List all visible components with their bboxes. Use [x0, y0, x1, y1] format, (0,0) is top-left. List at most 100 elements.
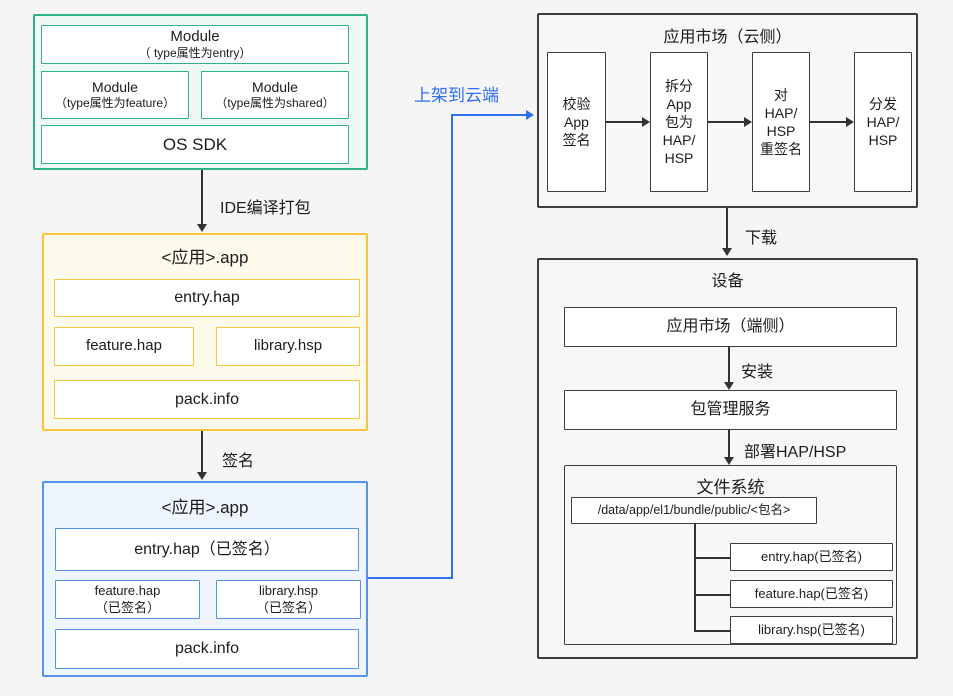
tree-connector-line: [694, 524, 696, 631]
cloud-step-split-app: 拆分 App 包为 HAP/ HSP: [650, 52, 708, 192]
signed-library-hsp-box: library.hsp （已签名）: [216, 580, 361, 619]
fs-feature-hap-box: feature.hap(已签名): [730, 580, 893, 608]
upload-connector-segment: [451, 114, 526, 116]
module-entry-title: Module: [170, 27, 220, 45]
step-text-line: HSP: [868, 132, 898, 149]
unsigned-app-box: <应用>.app entry.hap feature.hap library.h…: [42, 233, 368, 431]
upload-arrow-head-icon: [526, 110, 534, 120]
package-manager-box: 包管理服务: [564, 390, 897, 430]
signed-entry-hap-box: entry.hap（已签名）: [55, 528, 359, 571]
fs-library-hsp-box: library.hsp(已签名): [730, 616, 893, 644]
unsigned-pack-info-label: pack.info: [174, 390, 240, 408]
arrow-compile-line: [201, 170, 203, 224]
cloud-step-arrow-head-icon: [846, 117, 854, 127]
signed-app-box: <应用>.app entry.hap（已签名） feature.hap （已签名…: [42, 481, 368, 677]
cloud-market-title: 应用市场（云侧）: [663, 29, 792, 46]
step-text-line: 分发: [869, 95, 897, 112]
cloud-step-arrow-head-icon: [642, 117, 650, 127]
unsigned-entry-hap-label: entry.hap: [174, 289, 240, 306]
package-manager-label: 包管理服务: [690, 401, 771, 418]
step-text-line: HAP/: [662, 132, 696, 149]
step-text-line: 校验: [562, 95, 591, 112]
unsigned-feature-hap-label: feature.hap: [86, 337, 162, 355]
signed-library-hsp-sublabel: （已签名）: [255, 599, 321, 615]
install-label: 安装: [741, 364, 774, 381]
cloud-step-arrow-head-icon: [744, 117, 752, 127]
step-text-line: App: [564, 113, 589, 130]
step-text-line: HSP: [766, 123, 796, 139]
cloud-step-distribute: 分发 HAP/ HSP: [854, 52, 912, 192]
unsigned-feature-hap-box: feature.hap: [54, 327, 194, 366]
sign-label: 签名: [222, 453, 255, 470]
bundle-path-box: /data/app/el1/bundle/public/<包名>: [571, 497, 817, 524]
file-system-box: 文件系统 /data/app/el1/bundle/public/<包名> en…: [564, 465, 897, 645]
fs-entry-hap-box: entry.hap(已签名): [730, 543, 893, 571]
module-entry-subtitle: （ type属性为entry）: [138, 46, 252, 61]
cloud-step-verify-signature: 校验 App 签名: [547, 52, 606, 192]
module-feature-title: Module: [92, 78, 138, 95]
arrow-install-line: [728, 347, 730, 383]
cloud-step-arrow-line: [708, 121, 744, 123]
os-sdk-label: OS SDK: [162, 134, 228, 154]
step-text-line: App: [666, 95, 692, 112]
arrow-sign-line: [201, 431, 203, 473]
module-shared-subtitle: （type属性为shared）: [215, 96, 335, 111]
arrow-sign-head-icon: [197, 472, 207, 480]
cloud-step-arrow-line: [810, 121, 846, 123]
signed-feature-hap-label: feature.hap: [94, 583, 161, 599]
device-market-box: 应用市场（端侧）: [564, 307, 897, 347]
device-box: 设备 应用市场（端侧） 安装 包管理服务 部署HAP/HSP 文件系统 /dat…: [537, 258, 918, 659]
signed-feature-hap-sublabel: （已签名）: [94, 599, 160, 615]
signed-app-title: <应用>.app: [161, 498, 249, 517]
signed-pack-info-label: pack.info: [174, 640, 240, 657]
arrow-deploy-line: [728, 430, 730, 458]
arrow-deploy-head-icon: [724, 457, 734, 465]
tree-connector-line: [694, 594, 730, 596]
unsigned-app-title: <应用>.app: [161, 248, 249, 267]
download-label: 下载: [745, 230, 778, 247]
device-market-label: 应用市场（端侧）: [666, 318, 795, 335]
step-text-line: 包为: [665, 113, 693, 130]
upload-connector-segment: [451, 114, 453, 579]
signed-feature-hap-box: feature.hap （已签名）: [55, 580, 200, 619]
unsigned-entry-hap-box: entry.hap: [54, 279, 360, 317]
arrow-compile-head-icon: [197, 224, 207, 232]
unsigned-pack-info-box: pack.info: [54, 380, 360, 419]
cloud-step-arrow-line: [606, 121, 642, 123]
fs-feature-hap-label: feature.hap(已签名): [754, 585, 869, 601]
os-sdk-box: OS SDK: [41, 125, 349, 164]
deploy-label: 部署HAP/HSP: [744, 444, 847, 461]
step-text-line: HSP: [664, 150, 694, 167]
cloud-market-box: 应用市场（云侧） 校验 App 签名 拆分 App 包为 HAP/ HSP 对 …: [537, 13, 918, 208]
fs-library-hsp-label: library.hsp(已签名): [758, 621, 865, 637]
cloud-step-resign: 对 HAP/ HSP 重签名: [752, 52, 810, 192]
module-feature-box: Module （type属性为feature）: [41, 71, 189, 119]
step-text-line: 重签名: [760, 141, 802, 158]
tree-connector-line: [694, 557, 730, 559]
device-title: 设备: [711, 273, 744, 290]
unsigned-library-hsp-label: library.hsp: [253, 337, 323, 355]
signed-library-hsp-label: library.hsp: [258, 583, 318, 599]
compile-label: IDE编译打包: [220, 200, 311, 217]
module-feature-subtitle: （type属性为feature）: [54, 96, 176, 111]
step-text-line: HAP/: [764, 104, 798, 121]
step-text-line: 拆分: [665, 77, 693, 94]
upload-label: 上架到云端: [414, 86, 499, 105]
module-shared-box: Module （type属性为shared）: [201, 71, 349, 119]
module-stack-box: Module （ type属性为entry） Module （type属性为fe…: [33, 14, 368, 170]
bundle-path-label: /data/app/el1/bundle/public/<包名>: [597, 502, 791, 517]
upload-connector-segment: [368, 577, 452, 579]
step-text-line: HAP/: [866, 113, 900, 130]
arrow-install-head-icon: [724, 382, 734, 390]
file-system-title: 文件系统: [696, 478, 765, 497]
step-text-line: 对: [774, 86, 788, 103]
tree-connector-line: [694, 630, 730, 632]
module-shared-title: Module: [252, 78, 298, 95]
arrow-download-head-icon: [722, 248, 732, 256]
step-text-line: 签名: [562, 132, 591, 149]
unsigned-library-hsp-box: library.hsp: [216, 327, 360, 366]
signed-entry-hap-label: entry.hap（已签名）: [134, 540, 280, 558]
signed-pack-info-box: pack.info: [55, 629, 359, 669]
fs-entry-hap-label: entry.hap(已签名): [761, 548, 862, 564]
